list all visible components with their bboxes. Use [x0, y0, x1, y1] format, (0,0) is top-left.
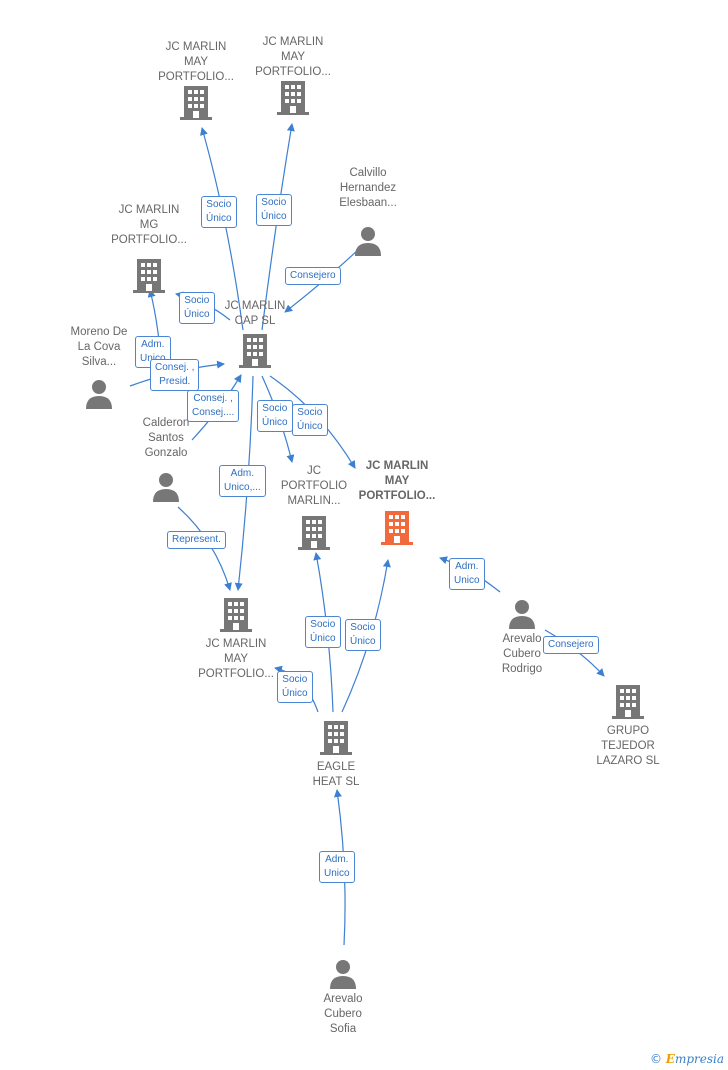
node-label: JC MARLIN MAY PORTFOLIO... [158, 41, 234, 83]
node-label: Calvillo Hernandez Elesbaan... [339, 167, 397, 209]
edge-label-consejero[interactable]: Consejero [285, 267, 341, 285]
node-jc-marlin-may-portfolio-main[interactable]: JC MARLIN MAY PORTFOLIO... [342, 459, 452, 546]
person-icon [86, 380, 112, 409]
node-jc-portfolio-marlin[interactable]: JC PORTFOLIO MARLIN... [259, 464, 369, 551]
building-icon [133, 259, 165, 293]
node-eagle-heat[interactable]: EAGLE HEAT SL [281, 720, 391, 790]
building-icon [239, 334, 271, 368]
person-icon [153, 473, 179, 502]
empresia-watermark: © Empresia [650, 1052, 724, 1066]
node-label: Moreno De La Cova Silva... [70, 326, 128, 368]
person-icon [330, 960, 356, 989]
building-icon [298, 516, 330, 550]
node-label: JC MARLIN MAY PORTFOLIO... [358, 460, 436, 502]
edge-label-socio-unico[interactable]: Socio Único [345, 619, 381, 651]
node-arevalo-cubero-sofia[interactable]: Arevalo Cubero Sofia [288, 958, 398, 1037]
edge-label-adm-unico-etc[interactable]: Adm. Unico,... [219, 465, 266, 497]
node-label: Arevalo Cubero Rodrigo [501, 633, 543, 675]
node-jc-marlin-cap[interactable]: JC MARLIN CAP SL [200, 299, 310, 369]
node-label: JC MARLIN MAY PORTFOLIO... [198, 638, 274, 680]
node-moreno-de-la-cova[interactable]: Moreno De La Cova Silva... [44, 325, 154, 410]
edge-label-socio-unico[interactable]: Socio Único [201, 196, 237, 228]
building-icon [612, 685, 644, 719]
node-calvillo-hernandez[interactable]: Calvillo Hernandez Elesbaan... [313, 166, 423, 257]
building-icon [320, 721, 352, 755]
edge-label-socio-unico[interactable]: Socio Único [256, 194, 292, 226]
building-icon [277, 81, 309, 115]
edge-label-adm-unico[interactable]: Adm. Unico [319, 851, 355, 883]
brand-name: mpresia [674, 1052, 724, 1066]
node-arevalo-cubero-rodrigo[interactable]: Arevalo Cubero Rodrigo [467, 598, 577, 677]
person-icon [509, 600, 535, 629]
node-label: Arevalo Cubero Sofia [323, 993, 363, 1035]
edge-label-socio-unico[interactable]: Socio Único [257, 400, 293, 432]
node-jc-marlin-mg-portfolio[interactable]: JC MARLIN MG PORTFOLIO... [94, 203, 204, 294]
edge-label-socio-unico[interactable]: Socio Único [277, 671, 313, 703]
building-icon [180, 86, 212, 120]
node-jc-marlin-may-portfolio-3[interactable]: JC MARLIN MAY PORTFOLIO... [181, 597, 291, 682]
edge-label-socio-unico[interactable]: Socio Único [305, 616, 341, 648]
edge-label-consejero[interactable]: Consejero [543, 636, 599, 654]
node-calderon-santos[interactable]: Calderon Santos Gonzalo [111, 416, 221, 503]
node-label: JC MARLIN MG PORTFOLIO... [111, 204, 187, 246]
node-label: JC MARLIN CAP SL [224, 300, 286, 327]
node-jc-marlin-may-portfolio-1[interactable]: JC MARLIN MAY PORTFOLIO... [141, 40, 251, 121]
edge-label-socio-unico[interactable]: Socio Único [179, 292, 215, 324]
node-label: JC MARLIN MAY PORTFOLIO... [255, 36, 331, 78]
node-label: EAGLE HEAT SL [312, 761, 360, 788]
edge-label-consej-consej[interactable]: Consej. , Consej.... [187, 390, 240, 422]
node-label: JC PORTFOLIO MARLIN... [280, 465, 348, 507]
edge-label-adm-unico[interactable]: Adm. Unico [449, 558, 485, 590]
node-label: GRUPO TEJEDOR LAZARO SL [596, 725, 660, 767]
brand-initial: E [665, 1052, 675, 1066]
edge-label-socio-unico[interactable]: Socio Único [292, 404, 328, 436]
node-jc-marlin-may-portfolio-2[interactable]: JC MARLIN MAY PORTFOLIO... [238, 35, 348, 116]
node-label: Calderon Santos Gonzalo [142, 417, 190, 459]
building-icon [220, 598, 252, 632]
person-icon [355, 227, 381, 256]
edge-label-consej-presid[interactable]: Consej. , Presid. [150, 359, 200, 391]
copyright-symbol: © [649, 1052, 662, 1066]
node-grupo-tejedor-lazaro[interactable]: GRUPO TEJEDOR LAZARO SL [573, 684, 683, 769]
edge-label-represent[interactable]: Represent. [167, 531, 226, 549]
building-icon [381, 511, 413, 545]
